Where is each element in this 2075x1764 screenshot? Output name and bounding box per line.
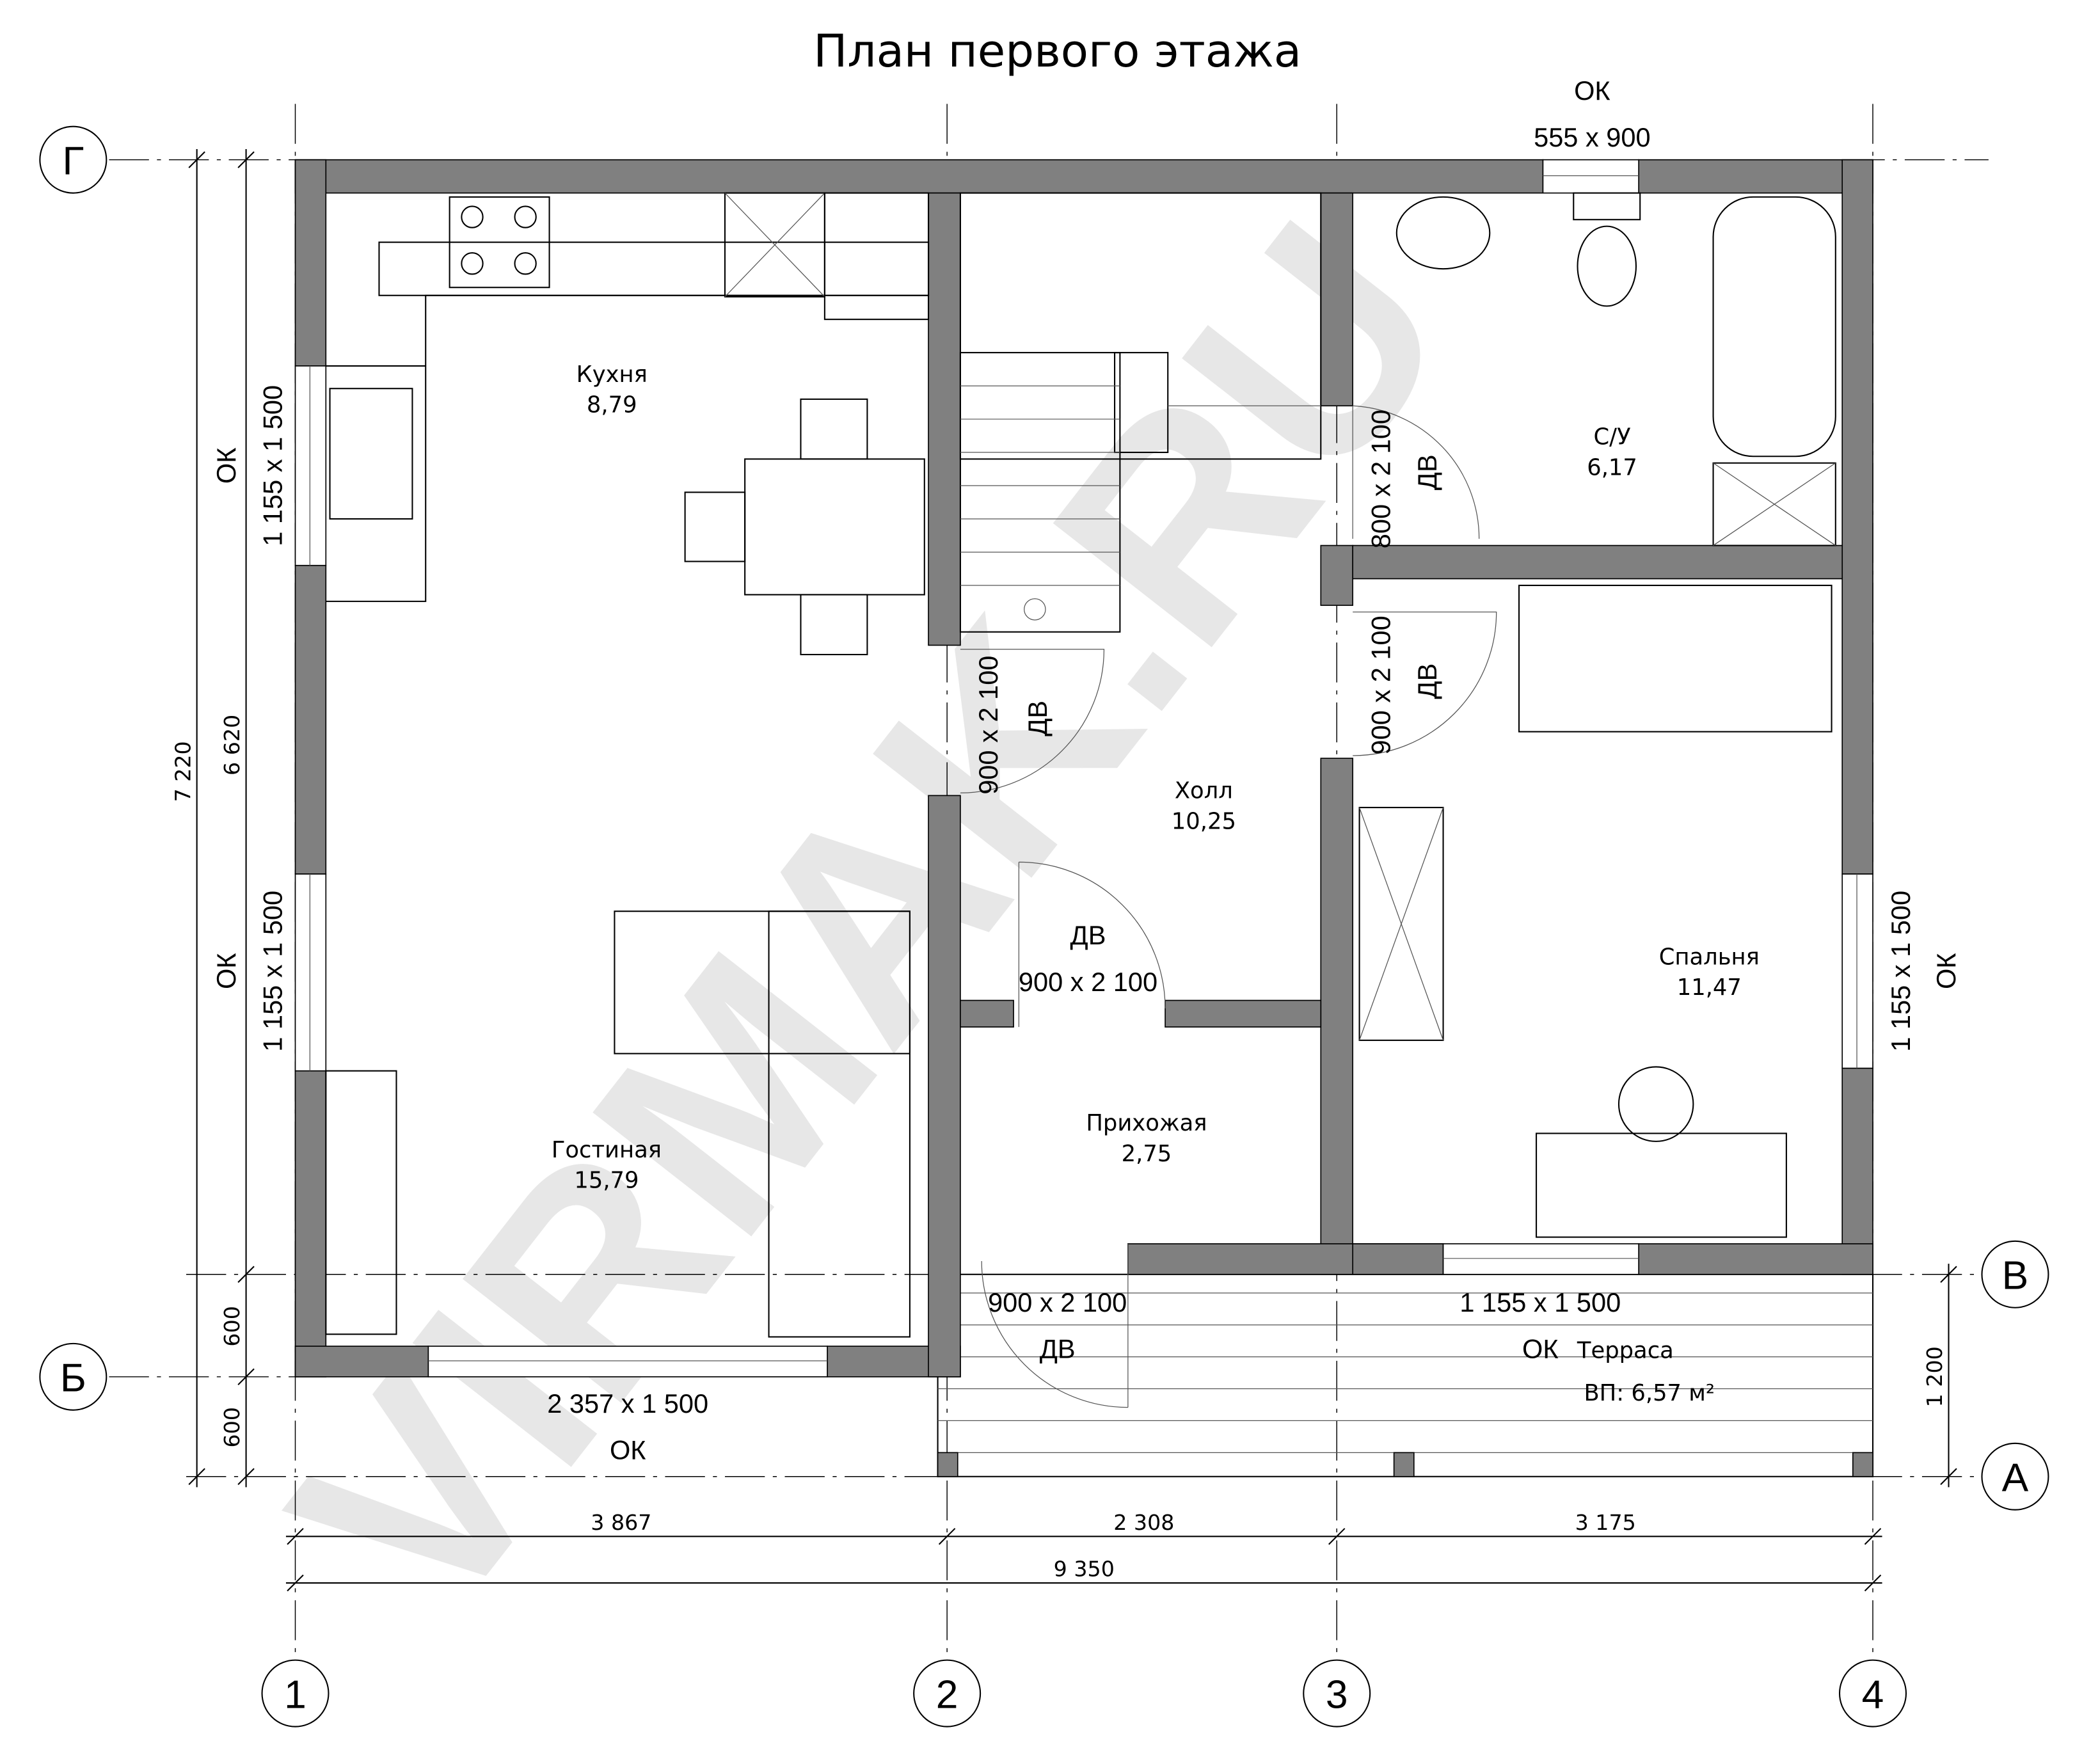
stove — [449, 196, 550, 289]
toilet — [1577, 225, 1637, 307]
room-area-terrace: ВП: 6,57 м² — [1584, 1380, 1715, 1406]
furniture — [325, 192, 1836, 1338]
wardrobe — [1358, 807, 1444, 1041]
kitchen-door-size: 900 x 2 100 — [973, 656, 1003, 795]
entry-door-label: ДВ — [1070, 920, 1106, 950]
dimensions: 3 867 2 308 3 175 9 350 7 220 6 620 600 … — [170, 149, 1957, 1592]
room-name-bedroom: Спальня — [1659, 944, 1760, 970]
dim-terrace-depth: 1 200 — [1922, 1346, 1947, 1407]
axis-a: А — [2002, 1456, 2029, 1500]
dim-600-a: 600 — [219, 1306, 244, 1346]
entry-door-size: 900 x 2 100 — [1019, 967, 1157, 997]
right-window-label: ОК — [1931, 953, 1961, 990]
left-window-2-label: ОК — [211, 953, 241, 990]
axis-b: Б — [60, 1356, 86, 1401]
room-name-entry: Прихожая — [1086, 1110, 1207, 1136]
tv-stand — [325, 1070, 397, 1335]
axis-g: Г — [62, 139, 84, 184]
left-window-2-size: 1 155 x 1 500 — [258, 891, 288, 1052]
axis-4: 4 — [1862, 1673, 1884, 1717]
watermark: VIRMAK.RU — [230, 166, 1509, 1674]
right-window-size: 1 155 x 1 500 — [1886, 891, 1916, 1052]
walls — [294, 159, 1873, 1378]
room-name-terrace: Терраса — [1577, 1338, 1674, 1364]
sink — [329, 388, 413, 520]
dining-table — [744, 458, 925, 596]
axis-v: В — [2002, 1254, 2029, 1298]
axis-2: 2 — [936, 1673, 958, 1717]
front-door-size: 900 x 2 100 — [988, 1287, 1127, 1317]
doors — [960, 405, 1497, 1408]
plan-title: План первого этажа — [813, 24, 1301, 77]
room-name-kitchen: Кухня — [576, 362, 648, 388]
top-window-label: ОК — [1574, 75, 1610, 106]
room-area-living: 15,79 — [574, 1168, 639, 1194]
chair — [1618, 1066, 1694, 1142]
stairs — [959, 192, 1322, 460]
dim-axis-1-2: 3 867 — [591, 1510, 651, 1535]
top-window-size: 555 x 900 — [1534, 122, 1651, 152]
bath-door-size: 800 x 2 100 — [1365, 409, 1395, 548]
dim-inner-depth: 6 620 — [219, 715, 244, 775]
room-name-hall: Холл — [1175, 778, 1233, 804]
dim-axis-2-3: 2 308 — [1113, 1510, 1174, 1535]
bottom-left-window-size: 2 357 x 1 500 — [547, 1388, 708, 1418]
bottom-left-window-label: ОК — [610, 1435, 646, 1465]
room-area-hall: 10,25 — [1172, 808, 1236, 834]
room-area-bathroom: 6,17 — [1587, 454, 1637, 481]
opening-labels: ОК 555 x 900 ОК 1 155 x 1 500 ОК 1 155 x… — [211, 75, 1961, 1465]
room-area-entry: 2,75 — [1122, 1141, 1172, 1167]
room-name-living: Гостиная — [552, 1137, 662, 1163]
windows — [294, 159, 1873, 1378]
dim-600-b: 600 — [219, 1407, 244, 1447]
desk — [1536, 1132, 1787, 1238]
washbasin — [1395, 196, 1491, 270]
dim-total-width: 9 350 — [1054, 1557, 1115, 1582]
bed — [1518, 584, 1833, 733]
bottom-right-window-label: ОК — [1522, 1334, 1559, 1364]
bath-door-label: ДВ — [1412, 454, 1442, 490]
axis-1: 1 — [284, 1673, 306, 1717]
left-window-1-size: 1 155 x 1 500 — [258, 385, 288, 546]
left-window-1-label: ОК — [211, 448, 241, 484]
dim-axis-3-4: 3 175 — [1575, 1510, 1636, 1535]
bedroom-door-label: ДВ — [1412, 663, 1442, 699]
front-door-label: ДВ — [1040, 1334, 1076, 1364]
axis-markers: 1 2 3 4 Г В Б А — [39, 125, 2049, 1728]
bedroom-door-size: 900 x 2 100 — [1365, 616, 1395, 754]
bathtub — [1712, 196, 1836, 457]
room-name-bathroom: С/У — [1594, 424, 1631, 450]
room-area-bedroom: 11,47 — [1677, 974, 1742, 1001]
bottom-right-window-size: 1 155 x 1 500 — [1459, 1287, 1621, 1317]
room-area-kitchen: 8,79 — [587, 392, 637, 418]
dim-total-depth: 7 220 — [170, 741, 195, 802]
kitchen-door-label: ДВ — [1022, 701, 1053, 736]
room-labels: Кухня 8,79 Холл 10,25 С/У 6,17 Спальня 1… — [552, 362, 1760, 1406]
axis-3: 3 — [1326, 1673, 1348, 1717]
